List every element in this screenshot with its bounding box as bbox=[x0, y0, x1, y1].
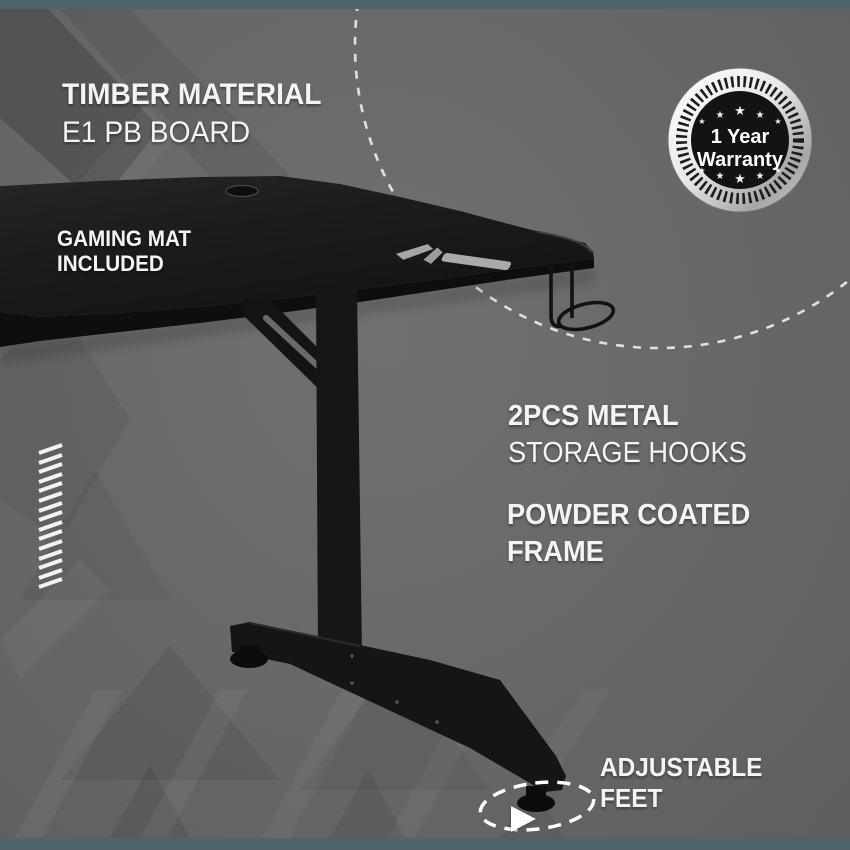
svg-text:★: ★ bbox=[774, 117, 781, 126]
desk-shadow bbox=[0, 268, 594, 364]
badge-line1: 1 Year bbox=[711, 126, 770, 148]
leg-brace-slot bbox=[263, 315, 323, 371]
desk-corner-highlight bbox=[537, 231, 592, 253]
powder-coated-subheading: FRAME bbox=[507, 536, 604, 569]
svg-text:★: ★ bbox=[716, 110, 725, 121]
badge-laurel-wreath bbox=[676, 76, 804, 204]
warranty-badge: ★ ★ ★ ★ ★ 1 Year Warranty ★ ★ ★ ★ ★ bbox=[667, 67, 813, 213]
svg-text:★: ★ bbox=[698, 117, 705, 126]
svg-text:★: ★ bbox=[756, 171, 765, 182]
background-watermark-pattern bbox=[0, 9, 564, 838]
storage-hook bbox=[549, 262, 616, 332]
cable-grommet bbox=[225, 184, 259, 198]
gaming-mat-heading: GAMING MAT bbox=[57, 226, 192, 251]
gaming-mat-subheading: INCLUDED bbox=[57, 251, 164, 277]
badge-inner-circle bbox=[691, 91, 789, 189]
badge-stars-bottom: ★ ★ ★ ★ ★ bbox=[698, 166, 781, 187]
callout-gaming-mat: GAMING MAT INCLUDED bbox=[57, 226, 191, 277]
adjustable-foot-left bbox=[230, 650, 268, 668]
right-arrow-icon bbox=[511, 806, 536, 832]
callout-storage-hooks: 2PCS METAL STORAGE HOOKS bbox=[508, 398, 747, 472]
leg-post bbox=[316, 290, 362, 655]
callout-adjustable-feet: ADJUSTABLE FEET bbox=[600, 752, 762, 814]
powder-coated-heading: POWDER COATED bbox=[507, 499, 751, 531]
callout-powder-coated-frame: POWDER COATED FRAME bbox=[507, 497, 750, 571]
adjustable-feet-marker-ellipse bbox=[478, 780, 596, 832]
top-accent-band bbox=[0, 0, 850, 9]
svg-text:★: ★ bbox=[734, 104, 746, 119]
leg-foot-beam bbox=[230, 622, 566, 792]
brand-logo-mark bbox=[396, 244, 512, 271]
svg-text:★: ★ bbox=[756, 110, 765, 121]
desk-top-surface bbox=[0, 176, 594, 317]
svg-text:★: ★ bbox=[698, 166, 705, 175]
svg-text:★: ★ bbox=[774, 166, 781, 175]
beam-screws bbox=[350, 654, 439, 724]
timber-material-subheading: E1 PB BOARD bbox=[62, 116, 251, 150]
storage-hooks-subheading: STORAGE HOOKS bbox=[508, 437, 747, 470]
desk-front-edge bbox=[0, 259, 594, 347]
bottom-accent-band bbox=[0, 838, 850, 850]
desk-leg-frame bbox=[230, 290, 566, 812]
badge-stars-top: ★ ★ ★ ★ ★ bbox=[698, 104, 781, 126]
beam-top-highlight bbox=[249, 622, 361, 647]
hatch-marks bbox=[38, 443, 63, 589]
adjustable-feet-heading: ADJUSTABLE bbox=[600, 752, 763, 782]
adjustable-feet-subheading: FEET bbox=[600, 783, 663, 814]
badge-line2: Warranty bbox=[697, 149, 784, 171]
svg-text:★: ★ bbox=[734, 172, 746, 187]
storage-hooks-heading: 2PCS METAL bbox=[508, 400, 679, 432]
svg-text:★: ★ bbox=[716, 171, 725, 182]
callout-timber-material: TIMBER MATERIAL E1 PB BOARD bbox=[62, 76, 322, 153]
timber-material-heading: TIMBER MATERIAL bbox=[62, 78, 322, 111]
